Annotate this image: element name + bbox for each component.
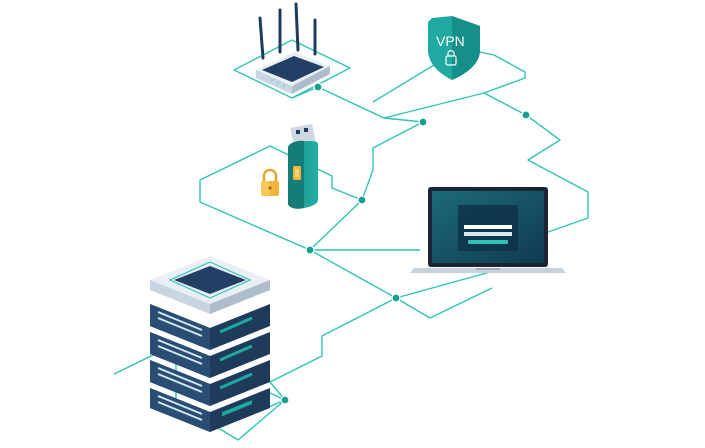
- junction-nodes: [280, 82, 531, 405]
- node-hub-top: [418, 117, 428, 127]
- router-platform: [233, 39, 351, 99]
- login-button: [468, 240, 508, 244]
- server-unit-2: [150, 332, 270, 378]
- laptop-platform: [395, 287, 493, 319]
- node-hub-center: [391, 293, 401, 303]
- server-top: [150, 256, 270, 314]
- server-unit-3: [150, 360, 270, 406]
- router-icon: [256, 2, 330, 94]
- login-field: [464, 225, 512, 229]
- node-usb: [357, 195, 367, 205]
- link-hub-usb: [361, 121, 424, 201]
- node-usb-bottom: [305, 245, 315, 255]
- link-router-main: [291, 86, 424, 123]
- padlock-icon: [261, 168, 279, 196]
- server-stack-icon: [150, 256, 270, 432]
- server-unit-4: [150, 388, 270, 432]
- login-field-2: [464, 232, 512, 236]
- link-hub-server: [237, 297, 397, 421]
- node-server: [280, 395, 290, 405]
- usb-drive-icon: [288, 124, 318, 209]
- server-unit-1: [150, 304, 270, 350]
- node-vpn-right: [521, 110, 531, 120]
- vpn-label: VPN: [436, 33, 465, 49]
- vpn-shield-icon: VPN: [428, 16, 480, 80]
- vpn-lock-icon: [445, 50, 457, 66]
- usb-platform: [199, 145, 363, 251]
- node-router: [313, 82, 323, 92]
- laptop-icon: [410, 187, 566, 273]
